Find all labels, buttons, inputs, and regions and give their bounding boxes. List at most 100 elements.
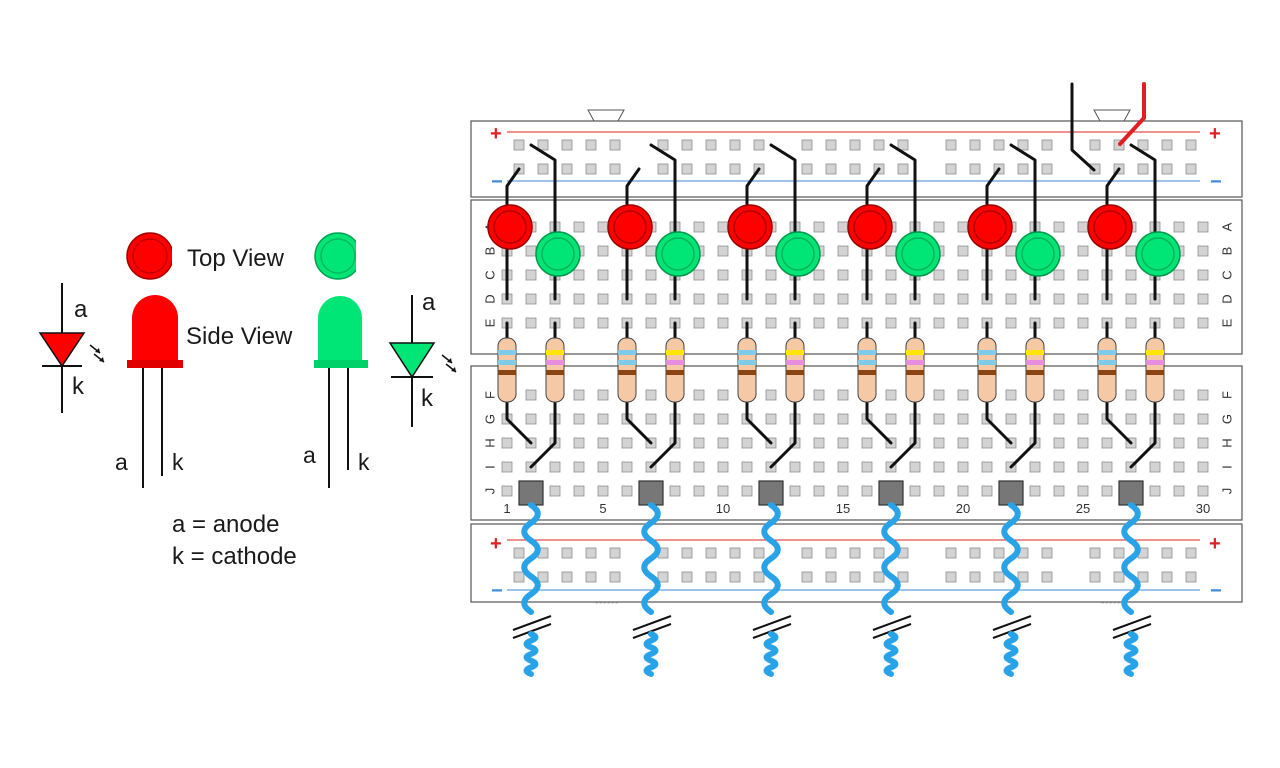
wire-break-mark [632, 623, 672, 639]
rail-hole [537, 571, 549, 583]
rail-hole [825, 547, 837, 559]
red-led-anode-wire [865, 167, 881, 208]
rail-hole [609, 139, 621, 151]
blue-wire [521, 502, 541, 615]
breadboard-hole [837, 221, 849, 233]
rail-hole [1041, 163, 1053, 175]
breadboard-hole [885, 413, 897, 425]
red-led-top-view [126, 232, 176, 280]
row-label-f-right: F [1220, 391, 1235, 399]
red-led-anode-wire [505, 167, 521, 208]
rail-hole [849, 571, 861, 583]
rail-hole [729, 139, 741, 151]
top-view-label: Top View [187, 245, 285, 272]
breadboard-hole [573, 485, 585, 497]
breadboard-hole [1029, 485, 1041, 497]
row-label-c-left: C [483, 270, 498, 279]
rail-hole [945, 163, 957, 175]
legend: a k a k Top View Side View [38, 232, 457, 570]
breadboard-hole [1053, 413, 1065, 425]
breadboard-hole [597, 413, 609, 425]
breadboard-hole [813, 437, 825, 449]
breadboard-hole [837, 413, 849, 425]
breadboard-hole [597, 485, 609, 497]
breadboard-hole [1197, 293, 1209, 305]
breadboard-hole [813, 461, 825, 473]
red-symbol-anode-label: a [74, 296, 88, 323]
breadboard-hole [861, 437, 873, 449]
green-led-lens [901, 237, 935, 271]
jumper-wire [1009, 408, 1037, 469]
breadboard-hole [1005, 293, 1017, 305]
breadboard-hole [765, 389, 777, 401]
breadboard-hole [693, 293, 705, 305]
resistor-band [498, 350, 516, 355]
breadboard-hole [621, 485, 633, 497]
red-led-anode-wire [625, 167, 641, 208]
red-led-symbol: a k [38, 283, 105, 413]
rail-hole [681, 547, 693, 559]
breadboard-hole [645, 413, 657, 425]
cathode-definition: k = cathode [172, 543, 297, 570]
bottom-power-rail [470, 523, 1243, 603]
red-led-lens [613, 210, 647, 244]
rail-hole [1185, 571, 1197, 583]
wire-connector-block [1118, 480, 1144, 506]
breadboard-hole [693, 221, 705, 233]
breadboard-hole [957, 437, 969, 449]
breadboard-hole [693, 485, 705, 497]
breadboard-hole [1173, 413, 1185, 425]
breadboard-hole [693, 413, 705, 425]
rail-hole [705, 139, 717, 151]
breadboard-hole [1197, 389, 1209, 401]
rail-hole [1089, 547, 1101, 559]
breadboard-hole [525, 413, 537, 425]
breadboard-hole [1077, 413, 1089, 425]
row-label-f-left: F [483, 391, 498, 399]
breadboard-hole [765, 317, 777, 329]
breadboard-hole [1149, 461, 1161, 473]
breadboard-hole [645, 245, 657, 257]
breadboard-hole [1173, 389, 1185, 401]
green-led-lens [1141, 237, 1175, 271]
red-led-side-view: a k [115, 295, 184, 488]
breadboard-hole [573, 413, 585, 425]
breadboard-hole [1173, 293, 1185, 305]
blue-wire-end [643, 631, 659, 677]
row-label-d-left: D [483, 294, 498, 303]
green-led-anode-wire [1129, 143, 1157, 234]
breadboard-hole [813, 317, 825, 329]
rail-hole [825, 139, 837, 151]
breadboard-hole [933, 293, 945, 305]
breadboard-hole [645, 389, 657, 401]
bottom-rail-minus-right: − [1210, 580, 1222, 602]
breadboard-hole [765, 413, 777, 425]
rail-hole [705, 163, 717, 175]
resistor-band [906, 370, 924, 375]
rail-hole [1161, 163, 1173, 175]
breadboard-hole [693, 269, 705, 281]
breadboard-hole [573, 437, 585, 449]
wire-connector-block [878, 480, 904, 506]
resistor-band [786, 370, 804, 375]
jumper-wire [865, 408, 893, 445]
breadboard-hole [1005, 245, 1017, 257]
rail-hole [753, 547, 765, 559]
breadboard-hole [789, 485, 801, 497]
blue-wire-end [883, 631, 899, 677]
breadboard-hole [1173, 221, 1185, 233]
rail-hole [585, 139, 597, 151]
resistor-band [546, 350, 564, 355]
rail-hole [609, 571, 621, 583]
blue-wire [881, 502, 901, 615]
rail-hole [585, 547, 597, 559]
rail-hole [1161, 139, 1173, 151]
green-led-symbol: a k [388, 289, 457, 427]
row-label-h-right: H [1220, 438, 1235, 447]
rail-hole [801, 163, 813, 175]
rail-hole [1137, 571, 1149, 583]
green-led-anode-wire [649, 143, 677, 234]
breadboard-hole [1197, 245, 1209, 257]
column-number-30: 30 [1196, 501, 1210, 516]
breadboard-hole [1077, 317, 1089, 329]
